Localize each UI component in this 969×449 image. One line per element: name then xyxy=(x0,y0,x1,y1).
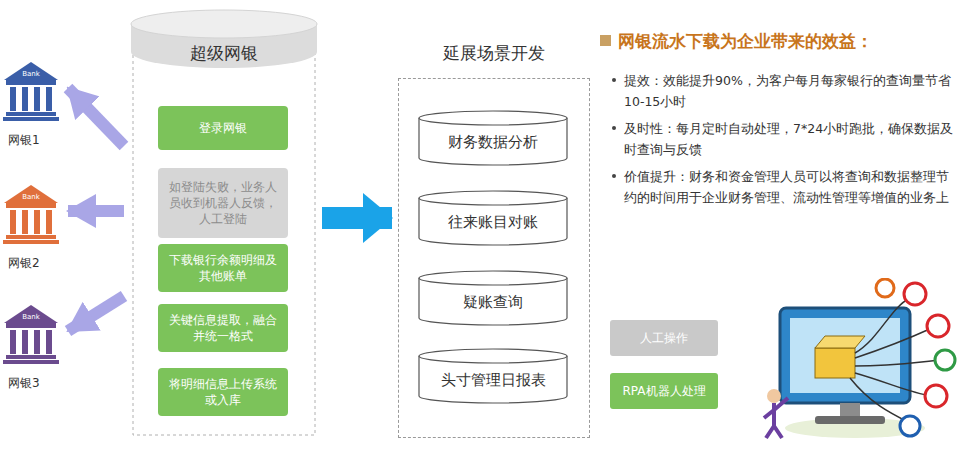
bank-building xyxy=(2,60,60,122)
cylinder-label: 往来账目对账 xyxy=(422,204,564,240)
bank-roof-text: Bank xyxy=(16,69,46,80)
super-bank-cylinder: 超级网银登录网银如登陆失败，业务人员收到机器人反馈，人工登陆下载银行余额明细及其… xyxy=(130,6,318,438)
heading: 网银流水下载为企业带来的效益： xyxy=(618,30,873,53)
legend-text: 人工操作 xyxy=(640,330,688,347)
panel-title: 延展场景开发 xyxy=(398,40,590,66)
step-text: 下载银行余额明细及其他账单 xyxy=(166,252,280,284)
process-box: 将明细信息上传系统或入库 xyxy=(158,368,288,416)
bullet-text: 价值提升：财务和资金管理人员可以将查询和数据整理节约的时间用于企业财务管理、流动… xyxy=(624,166,959,208)
bullet-text: 提效：效能提升90%，为客户每月每家银行的查询量节省10-15小时 xyxy=(624,70,959,112)
cylinder-label: 疑账查询 xyxy=(422,284,564,320)
process-box: 下载银行余额明细及其他账单 xyxy=(158,244,288,292)
scenario-cylinder: 往来账目对账 xyxy=(418,190,568,246)
title-square xyxy=(600,35,611,46)
scenario-cylinder: 财务数据分析 xyxy=(418,110,568,166)
legend-text: RPA机器人处理 xyxy=(622,383,705,400)
process-box: 关键信息提取，融合并统一格式 xyxy=(158,304,288,352)
legend-swatch: RPA机器人处理 xyxy=(610,373,718,409)
bank-icon: Bank 网银1 xyxy=(2,60,64,152)
scenario-cylinder: 疑账查询 xyxy=(418,270,568,326)
bank-label: 网银3 xyxy=(8,375,40,392)
bank-label: 网银1 xyxy=(8,132,40,149)
bank-building xyxy=(2,183,60,245)
cylinder-label: 头寸管理日报表 xyxy=(422,362,564,398)
bank-icon: Bank 网银3 xyxy=(2,303,64,395)
extension-panel: 延展场景开发财务数据分析往来账目对账疑账查询头寸管理日报表 xyxy=(398,36,590,438)
step-text: 如登陆失败，业务人员收到机器人反馈，人工登陆 xyxy=(166,179,280,227)
cylinder-title: 超级网银 xyxy=(130,40,318,66)
computer-illustration xyxy=(760,278,960,443)
bullet-dot xyxy=(612,174,616,178)
process-box: 登录网银 xyxy=(158,106,288,150)
bullet-text: 及时性：每月定时自动处理，7*24小时跑批，确保数据及时查询与反馈 xyxy=(624,118,959,160)
bank-icon: Bank 网银2 xyxy=(2,183,64,275)
step-text: 将明细信息上传系统或入库 xyxy=(166,376,280,408)
bullet-dot xyxy=(612,78,616,82)
manual-step-box: 如登陆失败，业务人员收到机器人反馈，人工登陆 xyxy=(158,168,288,238)
legend-swatch: 人工操作 xyxy=(610,320,718,356)
bullet-dot xyxy=(612,126,616,130)
step-text: 关键信息提取，融合并统一格式 xyxy=(166,312,280,344)
access-arrow xyxy=(68,88,124,146)
access-arrow xyxy=(68,205,124,217)
flow-arrow xyxy=(322,207,392,229)
bank-label: 网银2 xyxy=(8,255,40,272)
scenario-cylinder: 头寸管理日报表 xyxy=(418,348,568,404)
bank-roof-text: Bank xyxy=(16,192,46,203)
step-text: 登录网银 xyxy=(199,120,247,136)
bank-building xyxy=(2,303,60,365)
cylinder-label: 财务数据分析 xyxy=(422,124,564,160)
bank-roof-text: Bank xyxy=(16,312,46,323)
access-arrow xyxy=(68,296,124,331)
